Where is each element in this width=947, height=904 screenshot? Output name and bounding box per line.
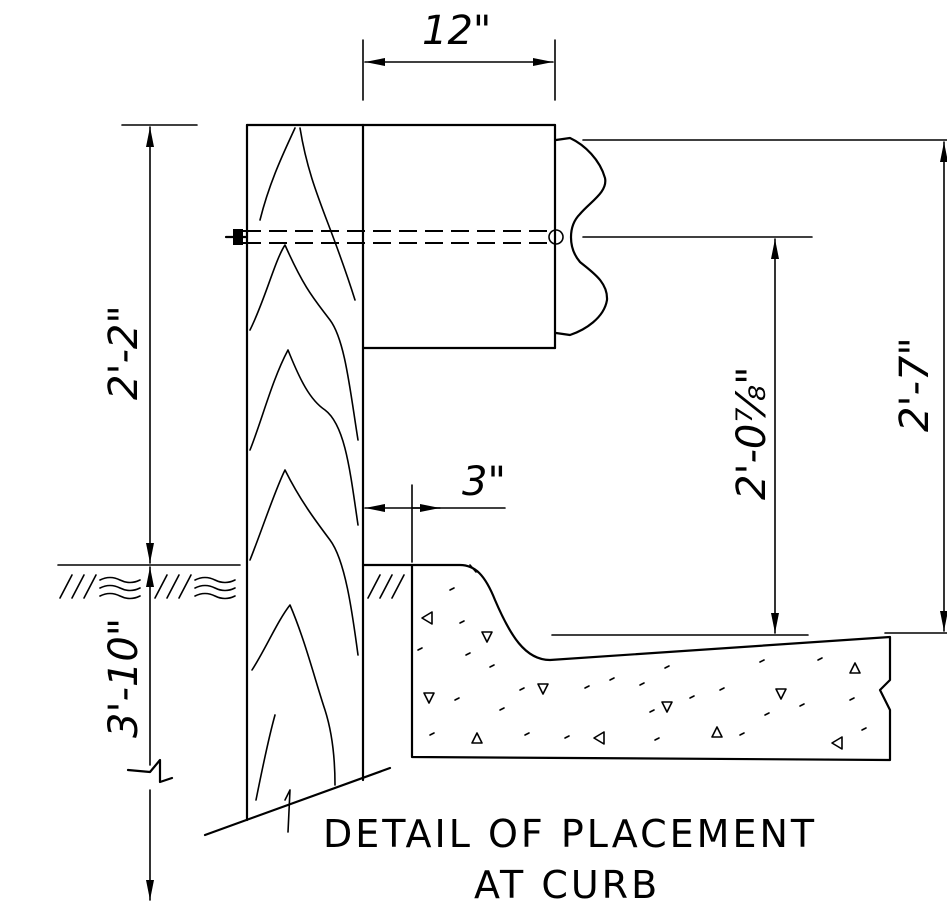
dimension-rail-width-label: 12" <box>422 8 491 54</box>
dimension-curb-offset-label: 3" <box>462 459 506 505</box>
timber-post <box>203 123 392 837</box>
dimension-curb-offset: 3" <box>364 459 506 563</box>
title-line-2: AT CURB <box>474 863 660 904</box>
dimension-post-embedment-label: 3'-10" <box>101 618 147 738</box>
dimension-rail-width: 12" <box>362 8 556 101</box>
dimension-post-above-ground: 2'-2" <box>101 124 198 564</box>
title-line-1: DETAIL OF PLACEMENT <box>323 812 817 856</box>
dimension-bolt-height: 2'-0⁷⁄₈" <box>551 236 813 636</box>
concrete-curb <box>361 563 892 762</box>
blockout <box>361 123 557 350</box>
ground-line <box>57 564 405 600</box>
dimension-rail-height: 2'-7" <box>582 139 947 634</box>
bolt <box>224 229 564 245</box>
dimension-rail-height-label: 2'-7" <box>892 337 938 432</box>
dimension-post-embedment: 3'-10" <box>101 566 174 901</box>
dimension-post-above-ground-label: 2'-2" <box>101 305 147 400</box>
dimension-bolt-height-label: 2'-0⁷⁄₈" <box>729 367 775 500</box>
w-beam-rail <box>554 136 609 337</box>
